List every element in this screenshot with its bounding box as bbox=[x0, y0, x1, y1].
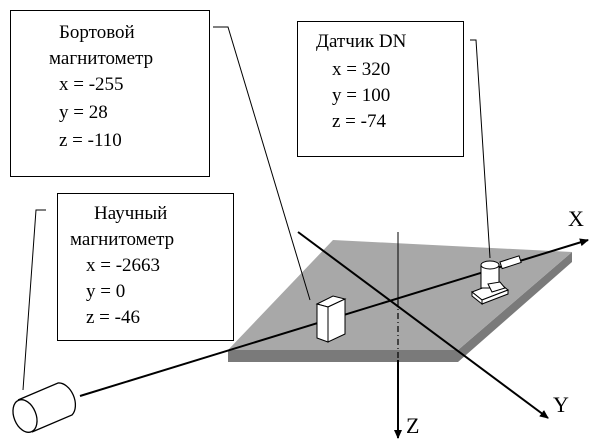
science-y-value: y = 0 bbox=[86, 281, 126, 302]
science-leader-line bbox=[22, 209, 46, 391]
onboard-title-line1: Бортовой bbox=[59, 22, 135, 43]
onboard-z-value: z = -110 bbox=[59, 130, 122, 151]
science-magnetometer-label: Научный магнитометр x = -2663 y = 0 z = … bbox=[57, 193, 234, 341]
plate-edge bbox=[228, 252, 572, 362]
science-title-line2: магнитометр bbox=[70, 229, 175, 250]
y-axis bbox=[297, 231, 549, 419]
science-z-value: z = -46 bbox=[86, 307, 140, 328]
onboard-title-line2: магнитометр bbox=[49, 48, 154, 69]
onboard-magnetometer-icon bbox=[315, 295, 347, 343]
x-axis-label: X bbox=[568, 206, 584, 231]
dn-leader-line bbox=[470, 39, 491, 259]
z-axis-label: Z bbox=[406, 413, 420, 438]
dn-z-value: z = -74 bbox=[332, 111, 386, 132]
onboard-y-value: y = 28 bbox=[59, 102, 108, 123]
dn-y-value: y = 100 bbox=[332, 85, 391, 106]
onboard-magnetometer-label: Бортовой магнитометр x = -255 y = 28 z =… bbox=[10, 10, 210, 177]
spacecraft-plate bbox=[228, 240, 572, 362]
onboard-x-value: x = -255 bbox=[59, 74, 124, 95]
dn-sensor-icon bbox=[471, 255, 522, 306]
dn-x-value: x = 320 bbox=[332, 59, 391, 80]
science-magnetometer-icon bbox=[12, 382, 77, 433]
plate-top bbox=[228, 240, 572, 350]
science-title-line1: Научный bbox=[94, 203, 168, 224]
science-x-value: x = -2663 bbox=[86, 255, 161, 276]
dn-title: Датчик DN bbox=[316, 31, 407, 52]
dn-sensor-label: Датчик DN x = 320 y = 100 z = -74 bbox=[297, 21, 464, 157]
onboard-leader-line bbox=[213, 26, 311, 301]
y-axis-label: Y bbox=[553, 392, 569, 417]
